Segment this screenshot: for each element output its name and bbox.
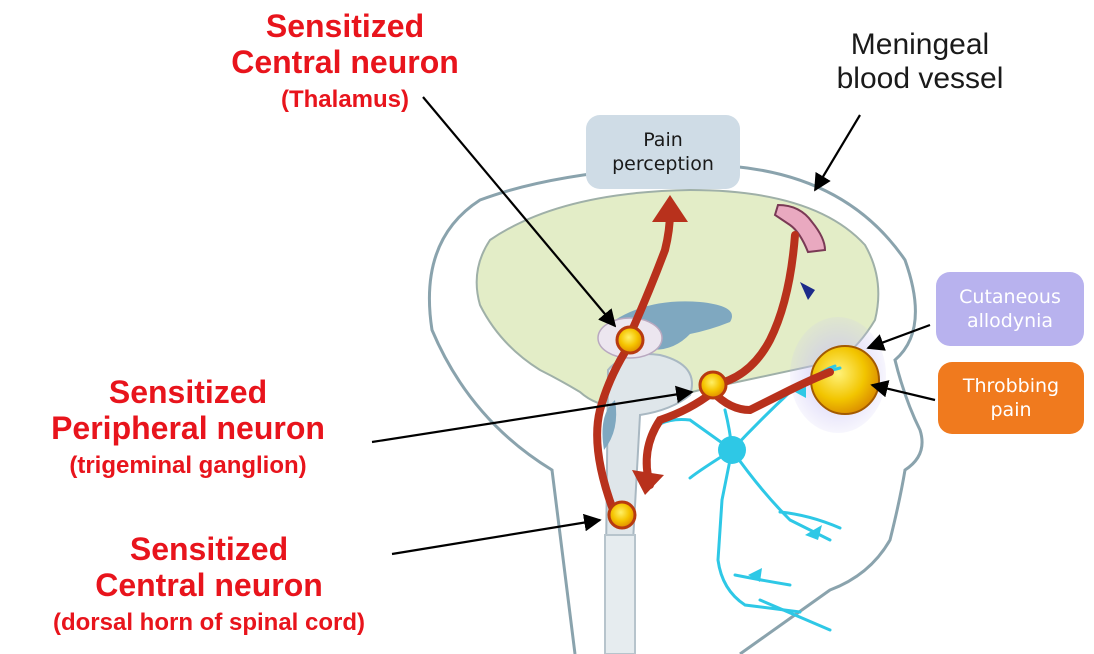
label-spinal-line1: Sensitized: [4, 531, 414, 567]
thalamic-neuron: [617, 327, 643, 353]
pain-perception-line1: Pain: [643, 128, 683, 152]
eye: [811, 346, 879, 414]
label-peripheral-line3: (trigeminal ganglion): [8, 452, 368, 480]
pain-perception-box: Pain perception: [586, 115, 740, 189]
spinal-cord: [605, 535, 635, 654]
arrow-meningeal: [815, 115, 860, 190]
label-spinal-line3: (dorsal horn of spinal cord): [4, 609, 414, 637]
label-thalamus-line3: (Thalamus): [200, 86, 490, 114]
label-thalamus-line1: Sensitized: [200, 8, 490, 44]
trigeminal-neuron: [700, 372, 726, 398]
throbbing-line1: Throbbing: [963, 374, 1059, 398]
label-meningeal-line2: blood vessel: [800, 62, 1040, 96]
throbbing-pain-box: Throbbing pain: [938, 362, 1084, 434]
throbbing-line2: pain: [990, 398, 1031, 422]
label-spinal: Sensitized Central neuron (dorsal horn o…: [4, 531, 414, 637]
label-meningeal-line1: Meningeal: [800, 28, 1040, 62]
spinal-neuron: [609, 502, 635, 528]
pain-perception-line2: perception: [612, 152, 714, 176]
label-spinal-line2: Central neuron: [4, 567, 414, 603]
label-peripheral-line1: Sensitized: [8, 374, 368, 410]
cutaneous-line1: Cutaneous: [959, 285, 1061, 309]
label-peripheral-line2: Peripheral neuron: [8, 410, 368, 446]
label-thalamus: Sensitized Central neuron (Thalamus): [200, 8, 490, 114]
cutaneous-allodynia-box: Cutaneous allodynia: [936, 272, 1084, 346]
cutaneous-line2: allodynia: [967, 309, 1053, 333]
label-thalamus-line2: Central neuron: [200, 44, 490, 80]
label-meningeal: Meningeal blood vessel: [800, 28, 1040, 96]
label-peripheral: Sensitized Peripheral neuron (trigeminal…: [8, 374, 368, 480]
